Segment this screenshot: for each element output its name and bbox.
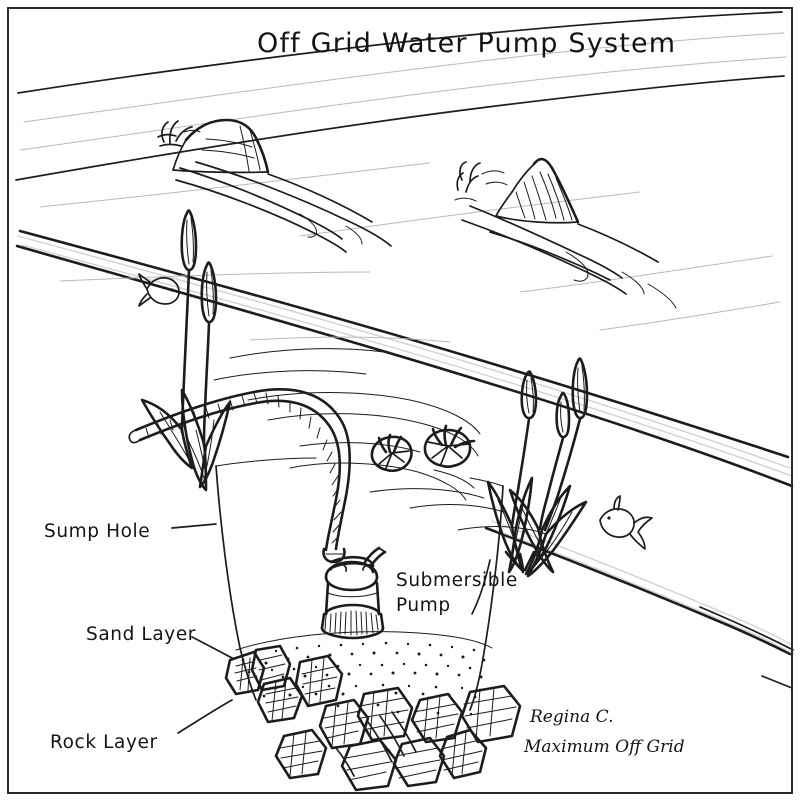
fish-left bbox=[138, 273, 180, 307]
boulder-right bbox=[454, 157, 677, 309]
leader-sump-hole bbox=[171, 523, 217, 529]
sand-stipple bbox=[241, 641, 486, 716]
lily-pads bbox=[370, 424, 476, 473]
label-sump-hole: Sump Hole bbox=[44, 521, 150, 542]
leader-rock-layer bbox=[177, 699, 233, 734]
label-submersible-pump-line2: Pump bbox=[396, 595, 451, 616]
label-sand-layer: Sand Layer bbox=[86, 624, 196, 645]
boulder-left bbox=[157, 118, 392, 253]
leader-sand-layer bbox=[191, 636, 235, 660]
grass-tuft-right bbox=[454, 161, 508, 202]
submersible-pump bbox=[320, 546, 387, 640]
signature-name: Regina C. bbox=[529, 707, 613, 727]
suction-hose bbox=[128, 388, 352, 564]
sump-hole bbox=[215, 457, 504, 711]
label-submersible-pump-line1: Submersible bbox=[396, 570, 518, 591]
cattail-cluster-left bbox=[140, 209, 232, 492]
leader-lines bbox=[171, 523, 491, 734]
lily-pad bbox=[423, 424, 476, 469]
rock-layer bbox=[224, 644, 522, 792]
lily-pad bbox=[370, 433, 413, 473]
fish-right bbox=[599, 495, 653, 550]
cattail-cluster-right bbox=[486, 357, 589, 578]
leader-pump bbox=[471, 559, 491, 615]
hose-corrugation bbox=[145, 392, 342, 544]
grass-tuft-left bbox=[157, 120, 201, 147]
label-rock-layer: Rock Layer bbox=[50, 732, 158, 753]
page-title: Off Grid Water Pump System bbox=[257, 28, 676, 59]
pump-intake-slots bbox=[324, 610, 379, 636]
signature-organization: Maximum Off Grid bbox=[523, 737, 685, 757]
